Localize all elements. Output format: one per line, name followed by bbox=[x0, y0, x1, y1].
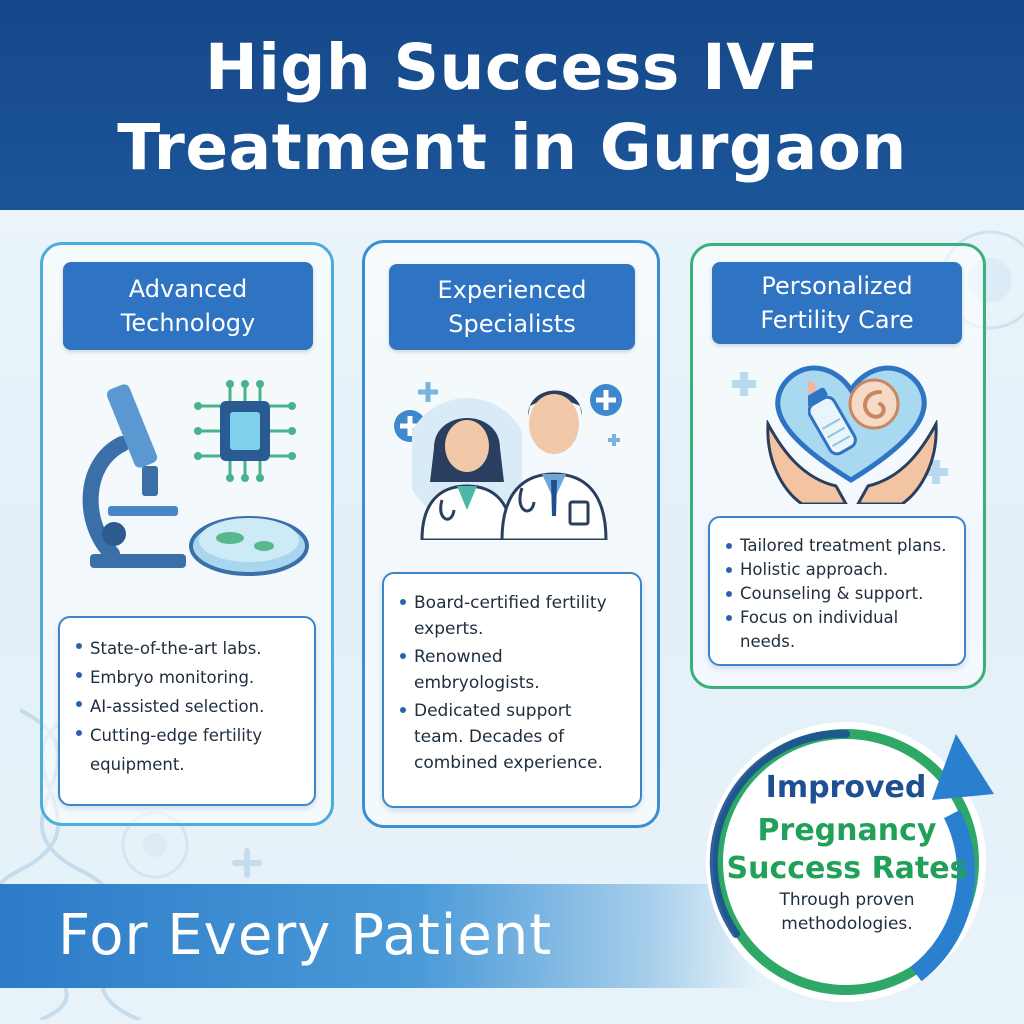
success-rate-badge: Improved Pregnancy Success Rates Through… bbox=[676, 704, 1016, 1014]
panel-1-bullet-card: State-of-the-art labs. Embryo monitoring… bbox=[58, 616, 316, 806]
microscope-icon bbox=[82, 384, 186, 568]
header-banner: High Success IVF Treatment in Gurgaon bbox=[0, 0, 1024, 210]
list-item: Counseling & support. bbox=[724, 582, 950, 606]
page-title: High Success IVF Treatment in Gurgaon bbox=[0, 0, 1024, 188]
badge-subtext-line-1: Through proven bbox=[779, 890, 915, 910]
male-doctor-icon bbox=[500, 390, 608, 540]
panel-2-title-line-1: Experienced bbox=[437, 276, 587, 304]
badge-subtext: Through proven methodologies. bbox=[736, 888, 958, 936]
panel-2-bullet-card: Board-certified fertility experts. Renow… bbox=[382, 572, 642, 808]
list-item: Board-certified fertility experts. bbox=[398, 590, 626, 642]
list-item: Dedicated support team. Decades of combi… bbox=[398, 698, 626, 776]
list-item: Renowned embryologists. bbox=[398, 644, 626, 696]
plus-decoration bbox=[232, 848, 262, 878]
badge-line-3: Success Rates bbox=[726, 851, 968, 886]
panel-3-title: Personalized Fertility Care bbox=[712, 262, 962, 344]
badge-line-2: Pregnancy bbox=[757, 813, 937, 848]
list-item: AI-assisted selection. bbox=[74, 692, 300, 721]
badge-subtext-line-2: methodologies. bbox=[781, 914, 913, 934]
fetus-icon bbox=[848, 378, 900, 430]
list-item: Embryo monitoring. bbox=[74, 663, 300, 692]
ai-chip-icon bbox=[194, 380, 296, 482]
petri-dish-icon bbox=[189, 516, 309, 576]
bottom-banner: For Every Patient bbox=[0, 884, 760, 988]
panel-3-bullet-card: Tailored treatment plans. Holistic appro… bbox=[708, 516, 966, 666]
panel-2-title: Experienced Specialists bbox=[389, 264, 635, 350]
panel-1-title: Advanced Technology bbox=[63, 262, 313, 350]
list-item: Focus on individual needs. bbox=[724, 606, 950, 654]
list-item: Tailored treatment plans. bbox=[724, 534, 950, 558]
panel-1-title-line-2: Technology bbox=[120, 309, 256, 337]
title-line-2: Treatment in Gurgaon bbox=[117, 111, 907, 184]
banner-text: For Every Patient bbox=[58, 903, 553, 968]
panel-1-title-line-1: Advanced bbox=[128, 275, 248, 303]
panel-3-title-line-1: Personalized bbox=[761, 272, 913, 300]
panel-3-title-line-2: Fertility Care bbox=[760, 306, 914, 334]
female-doctor-icon bbox=[412, 398, 522, 540]
list-item: Cutting-edge fertility equipment. bbox=[74, 721, 300, 779]
badge-line-1: Improved bbox=[765, 770, 927, 805]
badge-ring-icon bbox=[706, 722, 994, 1002]
caring-hands-icon bbox=[766, 420, 938, 504]
list-item: State-of-the-art labs. bbox=[74, 634, 300, 663]
panel-2-title-line-2: Specialists bbox=[448, 310, 576, 338]
title-line-1: High Success IVF bbox=[204, 31, 819, 104]
badge-highlight: Pregnancy Success Rates bbox=[716, 812, 978, 888]
list-item: Holistic approach. bbox=[724, 558, 950, 582]
baby-bottle-icon bbox=[808, 381, 857, 456]
